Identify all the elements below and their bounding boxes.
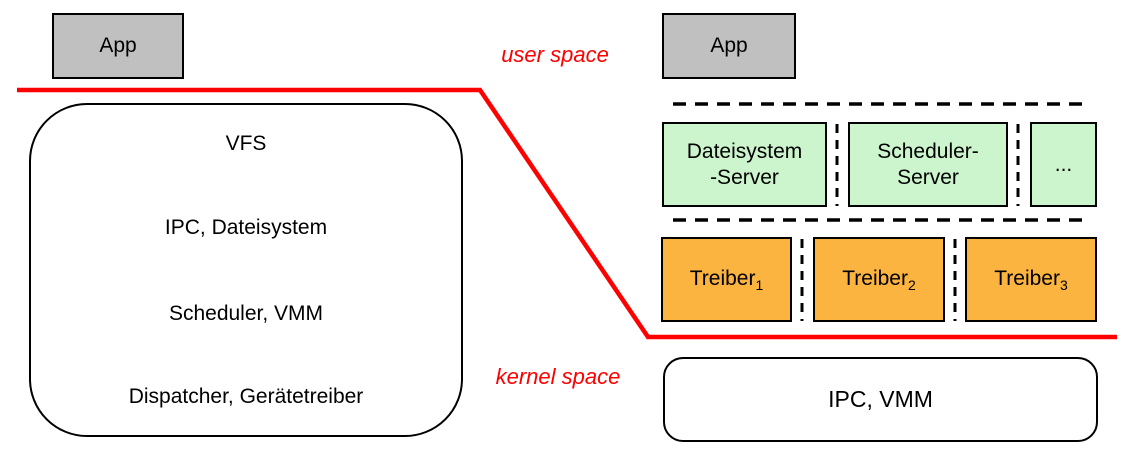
microkernel-kernel-label: IPC, VMM [828, 386, 933, 412]
user-space-label: user space [501, 42, 609, 67]
server-box-dateisystem: Dateisystem -Server [662, 122, 827, 207]
server-box-scheduler-label: Scheduler- Server [877, 140, 979, 189]
microkernel-app-label: App [710, 34, 748, 58]
driver-box-treiber-1: Treiber1 [661, 237, 792, 322]
driver-2-subscript: 2 [907, 276, 916, 293]
driver-box-treiber-2-label: Treiber2 [842, 266, 916, 293]
driver-box-treiber-1-label: Treiber1 [689, 266, 764, 293]
monolithic-app-label: App [99, 34, 137, 58]
server-box-dateisystem-label: Dateisystem -Server [686, 140, 803, 189]
microkernel-app-box: App [662, 13, 796, 79]
driver-box-treiber-3: Treiber3 [965, 237, 1097, 322]
server-box-ellipsis: ... [1030, 122, 1097, 207]
microkernel-kernel-box: IPC, VMM [663, 357, 1098, 442]
monolithic-kernel-box [29, 103, 463, 437]
driver-box-treiber-3-label: Treiber3 [994, 266, 1068, 293]
driver-1-subscript: 1 [755, 276, 764, 293]
driver-3-subscript: 3 [1059, 276, 1068, 293]
monolithic-app-box: App [52, 13, 184, 79]
kernel-space-label: kernel space [495, 364, 621, 389]
driver-box-treiber-2: Treiber2 [813, 237, 945, 322]
server-box-scheduler: Scheduler- Server [848, 122, 1008, 207]
server-box-ellipsis-label: ... [1054, 152, 1073, 176]
